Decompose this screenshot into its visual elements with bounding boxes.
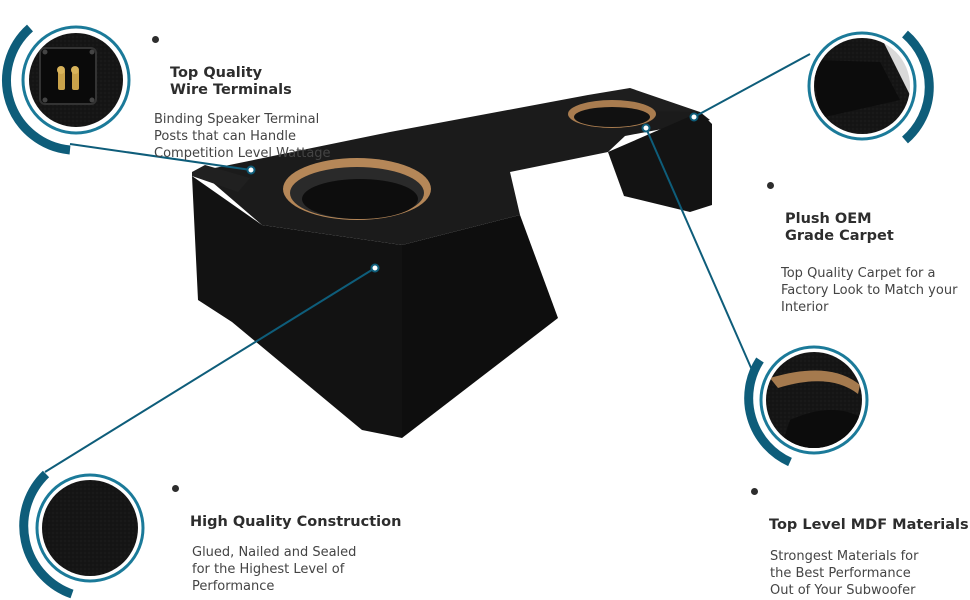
- feature-title: High Quality Construction: [190, 514, 402, 530]
- feature-carpet: Plush OEM Grade Carpet Top Quality Carpe…: [767, 177, 957, 316]
- mdf-callout: [744, 345, 869, 467]
- feature-mdf: Top Level MDF Materials Strongest Materi…: [751, 483, 969, 599]
- feature-title: Plush OEM Grade Carpet: [785, 211, 894, 244]
- feature-construction: High Quality Construction Glued, Nailed …: [172, 480, 401, 595]
- feature-description: Binding Speaker Terminal Posts that can …: [154, 112, 331, 161]
- feature-wire-terminals: Top Quality Wire Terminals Binding Speak…: [152, 31, 331, 162]
- feature-title: Top Quality Wire Terminals: [170, 65, 292, 98]
- leader-lines: [44, 53, 811, 473]
- bullet-icon: [172, 485, 179, 492]
- enclosure-side-face: [402, 215, 558, 438]
- leader-anchor-dots: [246, 112, 699, 273]
- feature-title: Top Level MDF Materials: [769, 517, 969, 533]
- enclosure-front-face: [192, 176, 402, 438]
- feature-description: Glued, Nailed and Sealed for the Highest…: [192, 545, 357, 594]
- bullet-icon: [767, 182, 774, 189]
- feature-description: Top Quality Carpet for a Factory Look to…: [781, 266, 958, 315]
- terminals-callout: [2, 24, 131, 155]
- speaker-cutout-small: [568, 100, 656, 128]
- speaker-cutout-large: [283, 158, 431, 220]
- bullet-icon: [152, 36, 159, 43]
- carpet-callout: [807, 30, 934, 144]
- construction-callout: [19, 470, 145, 599]
- feature-description: Strongest Materials for the Best Perform…: [770, 549, 919, 598]
- callout-arc: [2, 24, 71, 155]
- subwoofer-enclosure: [192, 88, 712, 438]
- bullet-icon: [751, 488, 758, 495]
